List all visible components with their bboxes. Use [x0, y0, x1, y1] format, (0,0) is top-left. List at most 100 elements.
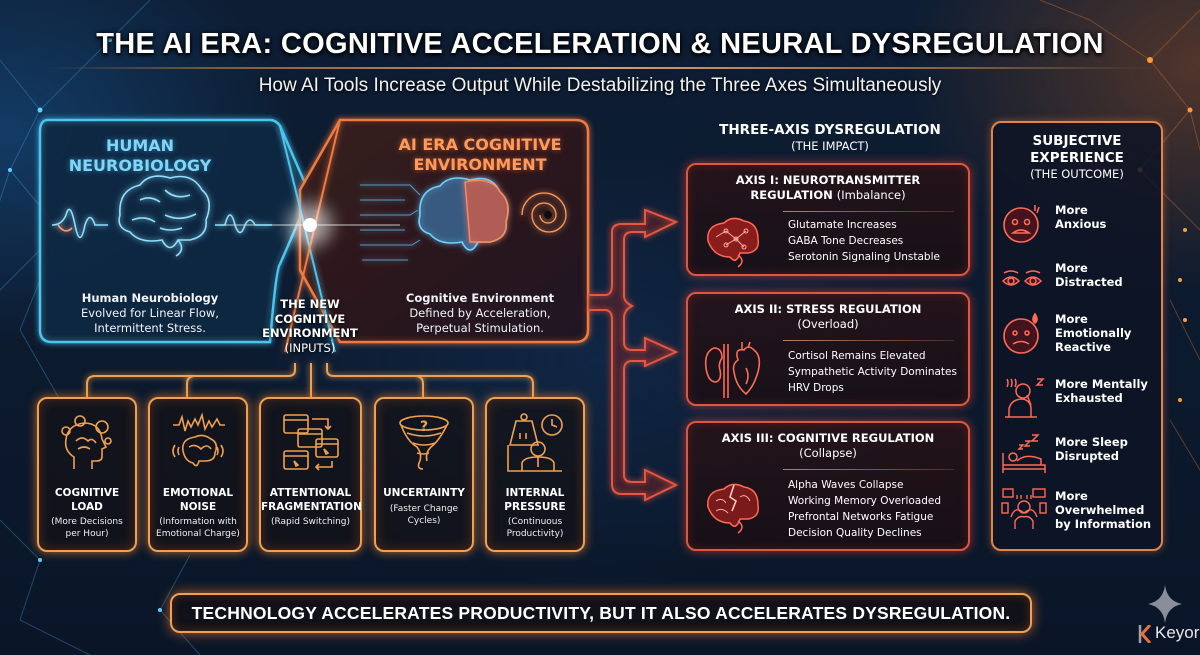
- ai-environment-title: AI ERA COGNITIVE ENVIRONMENT: [370, 135, 590, 175]
- network-node: [57, 227, 63, 233]
- experience-line2: Exhausted: [1055, 391, 1123, 405]
- experience-line3: by Information: [1055, 517, 1152, 531]
- brand-name: Keyora: [1155, 623, 1200, 642]
- new-environment-label: THE NEW COGNITIVE ENVIRONMENT (INPUTS): [250, 297, 370, 355]
- input-sub-line1: (Faster Change: [389, 504, 459, 514]
- axis-effect: HRV Drops: [788, 382, 844, 394]
- experience-line2: Anxious: [1055, 217, 1107, 231]
- axis-title: AXIS II: STRESS REGULATION (Overload): [688, 302, 968, 332]
- switching-windows-icon: [282, 414, 339, 471]
- network-node: [1178, 398, 1182, 402]
- experience-label: More Mentally Exhausted: [1055, 377, 1157, 405]
- head-gears-icon: [61, 415, 112, 469]
- axis-effect: Working Memory Overloaded: [788, 495, 942, 507]
- experience-line3: Reactive: [1055, 340, 1111, 354]
- ai-environment-caption: Cognitive Environment Defined by Acceler…: [380, 291, 580, 336]
- hn-caption-line2: Evolved for Linear Flow,: [81, 306, 219, 320]
- axis-effect: Cortisol Remains Elevated: [788, 350, 926, 362]
- new-env-line2: COGNITIVE: [274, 311, 346, 326]
- network-node: [1187, 107, 1193, 113]
- ai-title-line2: ENVIRONMENT: [413, 155, 547, 174]
- input-title-line1: EMOTIONAL: [162, 487, 234, 499]
- bed-sleep-icon: [1002, 434, 1046, 473]
- axis-title-line1: AXIS II: STRESS REGULATION: [734, 302, 922, 316]
- three-axis-subtitle: (THE IMPACT): [791, 139, 869, 153]
- input-subtitle: (Information with Emotional Charge): [150, 517, 246, 540]
- circuit-brain-vortex-icon: [360, 177, 567, 261]
- input-card-internal-pressure: INTERNAL PRESSURE (Continuous Productivi…: [485, 397, 585, 552]
- input-title-line1: COGNITIVE: [54, 487, 120, 499]
- inputs-connector-tree: [86, 363, 534, 397]
- page-subtitle: How AI Tools Increase Output While Desta…: [258, 75, 942, 96]
- input-sub-line1: (Continuous: [507, 517, 563, 527]
- axis-effect: Glutamate Increases: [788, 219, 897, 231]
- axis-title: AXIS III: COGNITIVE REGULATION (Collapse…: [688, 431, 968, 461]
- axis-effect: Serotonin Signaling Unstable: [788, 251, 940, 263]
- input-card-attentional-fragmentation: ATTENTIONAL FRAGMENTATION (Rapid Switchi…: [259, 397, 362, 552]
- axis-paren: (Imbalance): [836, 188, 906, 202]
- axis-card-cognitive: AXIS III: COGNITIVE REGULATION (Collapse…: [686, 421, 970, 551]
- axis-title-line1: AXIS I: NEUROTRANSMITTER: [735, 173, 921, 187]
- ai-caption-line3: Perpetual Stimulation.: [416, 321, 544, 335]
- axis-effects-list: Glutamate Increases GABA Tone Decreases …: [788, 217, 962, 265]
- human-neurobiology-title: HUMAN NEUROBIOLOGY: [40, 136, 240, 176]
- axis-effect: Alpha Waves Collapse: [788, 479, 904, 491]
- experience-label: More Distracted: [1055, 261, 1157, 289]
- input-sub-line2: per Hour): [65, 528, 109, 539]
- ai-title-line1: AI ERA COGNITIVE: [398, 135, 562, 154]
- input-title-line2: LOAD: [71, 500, 103, 513]
- axis-branch-arrows: [588, 208, 679, 502]
- hn-title-line1: HUMAN: [105, 136, 175, 155]
- axis-divider: [783, 469, 954, 470]
- experience-line1: More: [1055, 203, 1088, 217]
- input-sub-line2: Cycles): [407, 515, 441, 526]
- center-flare-core: [303, 218, 317, 232]
- brain-soundwave-icon: [172, 412, 225, 467]
- experience-label: More Overwhelmed by Information: [1055, 489, 1157, 531]
- axis-effect: Sympathetic Activity Dominates: [788, 366, 957, 378]
- center-flare: [288, 203, 332, 247]
- keyora-k-icon: [1138, 625, 1152, 643]
- subjective-experience-panel: SUBJECTIVE EXPERIENCE (THE OUTCOME) More…: [991, 121, 1163, 551]
- darting-eyes-icon: [1001, 270, 1043, 286]
- network-node: [1178, 278, 1182, 282]
- kidney-heart-icon: [704, 341, 761, 398]
- axis-effect: Prefrontal Networks Fatigue: [788, 511, 934, 523]
- experience-label: More Sleep Disrupted: [1055, 435, 1157, 463]
- input-card-uncertainty: ? UNCERTAINTY (Faster Change Cycles): [374, 397, 474, 552]
- input-subtitle: (More Decisions per Hour): [39, 517, 135, 540]
- title-divider: [45, 67, 1155, 69]
- input-sub-line2: Productivity): [506, 528, 564, 539]
- input-sub-line1: (Rapid Switching): [270, 517, 351, 527]
- brain-with-waves-icon: [51, 175, 272, 257]
- human-neurobiology-caption: Human Neurobiology Evolved for Linear Fl…: [50, 291, 250, 336]
- experience-label: More Anxious: [1055, 203, 1157, 231]
- hn-caption-line3: Intermittent Stress.: [94, 321, 206, 335]
- input-subtitle: (Rapid Switching): [261, 517, 360, 529]
- input-title-line2: NOISE: [179, 500, 217, 513]
- network-node: [38, 558, 42, 562]
- input-card-emotional-noise: EMOTIONAL NOISE (Information with Emotio…: [148, 397, 248, 552]
- experience-line2: Emotionally: [1055, 326, 1132, 340]
- experience-label: More Emotionally Reactive: [1055, 312, 1157, 354]
- input-title-line2: FRAGMENTATION: [261, 500, 362, 513]
- svg-text:?: ?: [420, 419, 428, 435]
- input-title-line1: ATTENTIONAL: [269, 487, 352, 499]
- sad-face-drop-icon: [1003, 312, 1039, 354]
- input-title: COGNITIVE LOAD: [39, 487, 135, 514]
- axis-effects-list: Cortisol Remains Elevated Sympathetic Ac…: [788, 348, 962, 396]
- network-node: [1183, 228, 1187, 232]
- axis-effect: GABA Tone Decreases: [788, 235, 904, 247]
- anxious-face-icon: [1003, 205, 1040, 243]
- hn-title-line2: NEUROBIOLOGY: [68, 156, 212, 175]
- axis-title-line2: REGULATION: [750, 188, 833, 202]
- axis-divider: [783, 211, 954, 212]
- three-axis-heading: THREE-AXIS DYSREGULATION (THE IMPACT): [690, 122, 970, 154]
- page-title: THE AI ERA: COGNITIVE ACCELERATION & NEU…: [96, 28, 1104, 60]
- new-env-sub: (INPUTS): [284, 340, 336, 355]
- input-subtitle: (Faster Change Cycles): [376, 504, 472, 527]
- input-title: UNCERTAINTY: [376, 487, 472, 501]
- axis-effects-list: Alpha Waves Collapse Working Memory Over…: [788, 477, 962, 541]
- experience-line2: Overwhelmed: [1055, 503, 1145, 517]
- brain-network-icon: [707, 217, 760, 268]
